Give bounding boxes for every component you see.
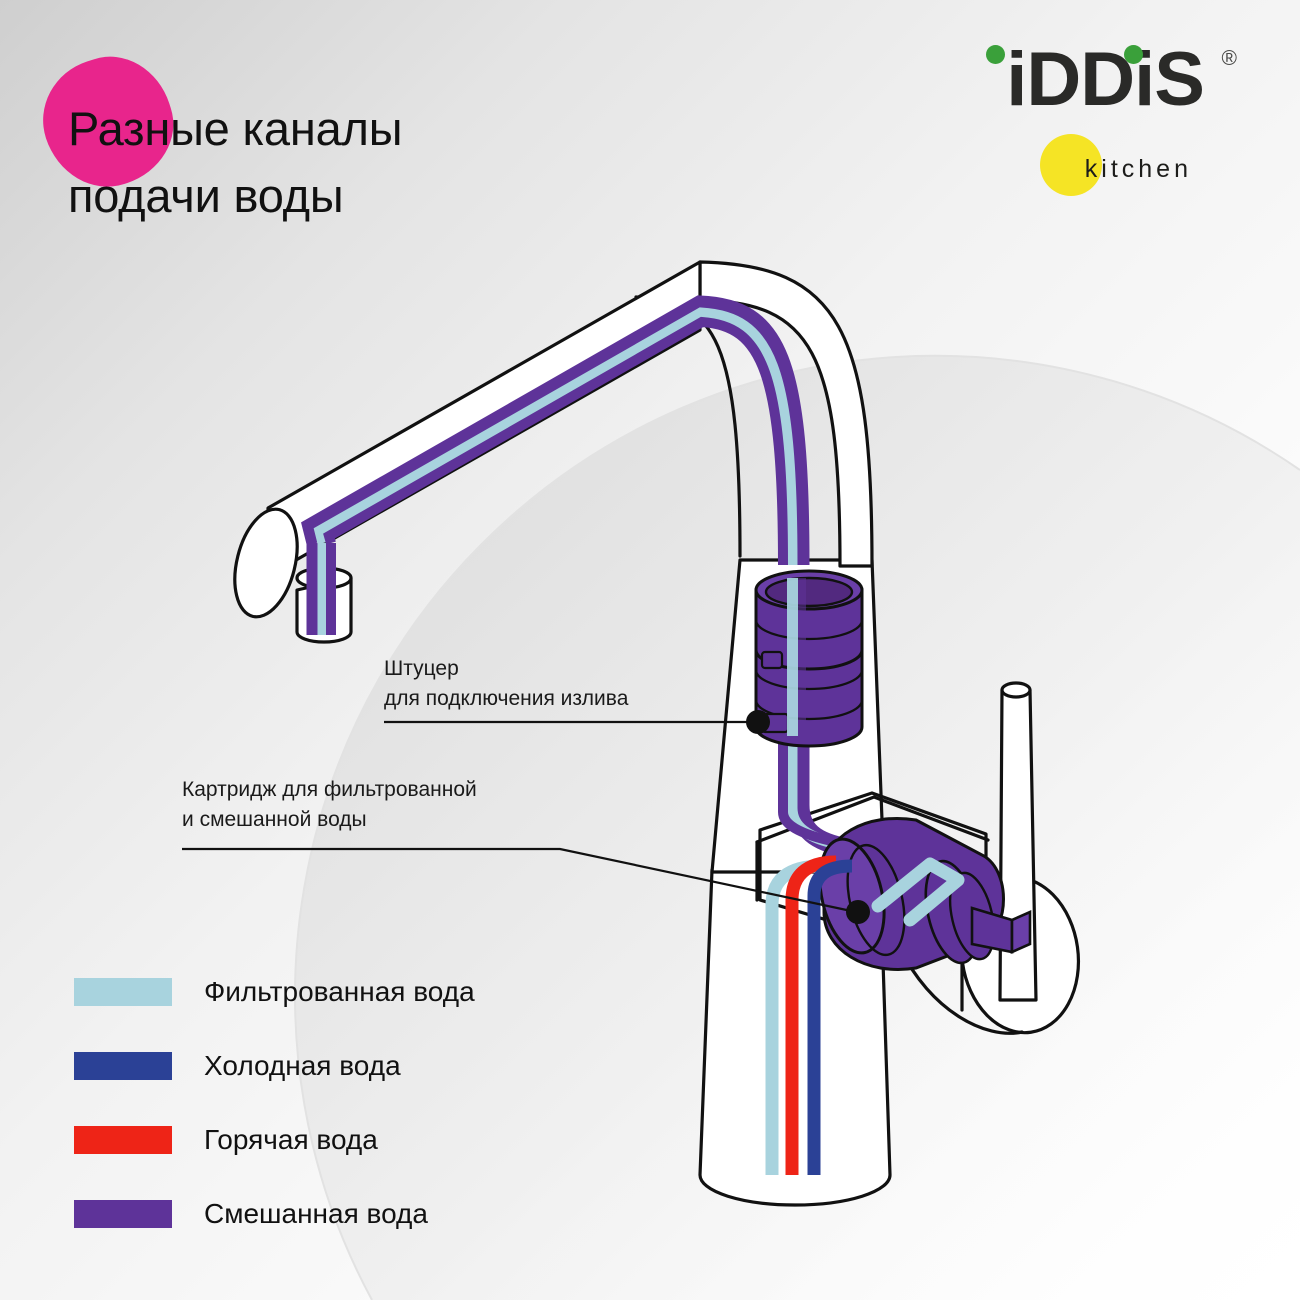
legend-label-cold: Холодная вода — [204, 1050, 401, 1081]
logo-dot-icon-second — [1124, 45, 1143, 64]
logo-wordmark-text: iDDiS — [1006, 37, 1205, 122]
registered-trademark-icon: ® — [1221, 47, 1238, 70]
legend-label-hot: Горячая вода — [204, 1124, 378, 1155]
page-title-block: Разные каналы подачи воды — [27, 41, 688, 229]
channel-mixed-water — [301, 295, 810, 566]
logo-wordmark-wrap: iDDiS ® — [978, 42, 1238, 118]
callout-marker-cartridge — [846, 900, 870, 924]
logo-sublabel-wrap: kitchen — [978, 134, 1238, 200]
legend-swatch-cold — [74, 1052, 172, 1080]
legend-label-mixed: Смешанная вода — [204, 1198, 428, 1229]
legend-item-cold: Холодная вода — [74, 1029, 594, 1103]
callout-marker-connector — [746, 710, 770, 734]
legend-swatch-filtered — [74, 978, 172, 1006]
supply-lines-group — [765, 855, 853, 1175]
legend-item-mixed: Смешанная вода — [74, 1177, 594, 1251]
callout-cartridge-label: Картридж для фильтрованной и смешанной в… — [182, 778, 477, 831]
logo-sublabel-text: kitchen — [1084, 155, 1192, 183]
mixing-cartridge — [818, 817, 1032, 971]
logo-dot-icon-first — [986, 45, 1005, 64]
legend-label-filtered: Фильтрованная вода — [204, 976, 475, 1007]
legend-swatch-hot — [74, 1126, 172, 1154]
callout-leader-lines — [182, 720, 857, 914]
legend: Фильтрованная вода Холодная вода Горячая… — [74, 955, 594, 1251]
spout-connector-fitting — [754, 569, 864, 748]
callout-spout-connector-label: Штуцер для подключения излива — [384, 657, 629, 710]
logo-kitchen-circle — [1040, 134, 1102, 196]
legend-item-filtered: Фильтрованная вода — [74, 955, 594, 1029]
legend-item-hot: Горячая вода — [74, 1103, 594, 1177]
channel-filtered-water-core — [313, 307, 798, 635]
page-title: Разные каналы подачи воды — [68, 102, 403, 222]
callout-end-markers — [746, 710, 870, 924]
brand-logo: iDDiS ® kitchen — [978, 42, 1238, 202]
channel-mixed-water-riser-lower-band — [778, 735, 841, 847]
channel-mixed-water-inner-band — [323, 316, 788, 635]
legend-swatch-mixed — [74, 1200, 172, 1228]
